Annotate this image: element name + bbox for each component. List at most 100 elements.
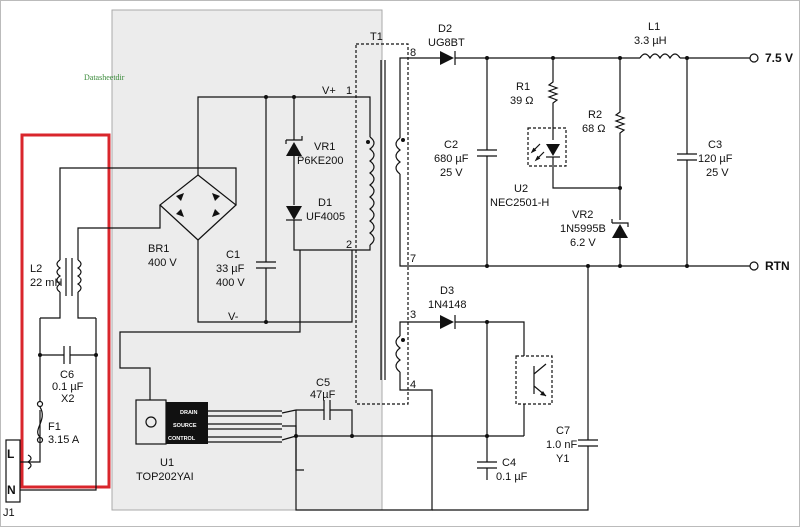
d1-ref: D1 [318, 197, 332, 209]
inductor-l2-symbol [56, 259, 82, 293]
wire-clamp [293, 97, 352, 251]
zener-vr2-symbol [612, 224, 628, 238]
cap-c3-symbol [677, 153, 697, 161]
optocoupler-transistor-outline [515, 355, 553, 405]
connector-j1: L N J1 [3, 439, 21, 519]
wire-drain [119, 250, 301, 400]
wire-c5 [296, 409, 353, 436]
highlight-box [20, 133, 111, 489]
vr1-ref: VR1 [314, 141, 335, 153]
u1-pin-drain: DRAIN [180, 410, 197, 416]
output-return-terminal [749, 261, 759, 271]
c7-value: 1.0 nF [546, 439, 577, 451]
cap-c5-symbol [323, 400, 331, 420]
c5-ref: C5 [316, 377, 330, 389]
c1-value: 33 µF [216, 263, 245, 275]
output-positive-terminal [749, 53, 759, 63]
c3-ref: C3 [708, 139, 722, 151]
watermark-text: Datasheetdir [84, 73, 125, 82]
u1-pin-control: CONTROL [168, 436, 196, 442]
u1-part: TOP202YAI [136, 471, 194, 483]
fuse-f1-symbol [37, 406, 43, 438]
t1-secondary-winding [395, 137, 401, 175]
wire-line-in [20, 445, 41, 463]
t1-primary-lead [352, 96, 371, 137]
u2-ref: U2 [514, 183, 528, 195]
resistor-r2-symbol [614, 58, 626, 220]
c6-ref: C6 [60, 369, 74, 381]
r2-value: 68 Ω [582, 123, 606, 135]
t1-primary-winding [369, 136, 375, 246]
wire-c7 [432, 266, 589, 511]
optocoupler-u2-outline [527, 127, 567, 167]
wire-neutral-in [20, 318, 97, 491]
d1-part: UF4005 [306, 211, 345, 223]
t1-ref: T1 [370, 31, 383, 43]
br1-ref: BR1 [148, 243, 169, 255]
vr2-part: 1N5995B [560, 223, 606, 235]
cap-c1-symbol [256, 261, 276, 269]
c3-value: 120 µF [698, 153, 733, 165]
d2-ref: D2 [438, 23, 452, 35]
vr2-voltage: 6.2 V [570, 237, 596, 249]
t1-pin-1: 1 [346, 85, 352, 97]
c6-class: X2 [61, 393, 74, 405]
cap-c2-symbol [477, 149, 497, 157]
c5-value: 47µF [310, 389, 336, 401]
d3-part: 1N4148 [428, 299, 467, 311]
c4-value: 0.1 µF [496, 471, 528, 483]
diode-d2-symbol [440, 51, 454, 65]
u1-pin-source: SOURCE [173, 423, 197, 429]
t1-pin-3: 3 [410, 309, 416, 321]
r1-ref: R1 [516, 81, 530, 93]
ic-u1: DRAIN SOURCE CONTROL [135, 399, 282, 445]
phototransistor-symbol [533, 363, 547, 397]
d3-ref: D3 [440, 285, 454, 297]
cap-c4-symbol [477, 461, 497, 469]
v-minus-label: V- [228, 311, 239, 323]
c7-ref: C7 [556, 425, 570, 437]
t1-pin-8: 8 [410, 47, 416, 59]
l1-ref: L1 [648, 21, 660, 33]
c2-ref: C2 [444, 139, 458, 151]
v-plus-label: V+ [322, 85, 336, 97]
wire-l2-bottom [40, 292, 96, 319]
zener-vr1-symbol [286, 142, 302, 156]
wire-l2-top [59, 167, 237, 260]
c1-voltage: 400 V [216, 277, 245, 289]
c2-voltage: 25 V [440, 167, 463, 179]
t1-pin-4: 4 [410, 379, 416, 391]
optocoupler-led-symbol [546, 144, 560, 156]
t1-bias-winding [395, 335, 401, 373]
c7-class: Y1 [556, 453, 569, 465]
c3-voltage: 25 V [706, 167, 729, 179]
vr2-ref: VR2 [572, 209, 593, 221]
l2-value: 22 mH [30, 277, 62, 289]
c2-value: 680 µF [434, 153, 469, 165]
output-voltage-label: 7.5 V [765, 51, 793, 65]
j1-ref: J1 [3, 507, 15, 519]
t1-sec-lead [399, 57, 408, 138]
f1-value: 3.15 A [48, 434, 80, 446]
c4-ref: C4 [502, 457, 516, 469]
cap-c7-symbol [578, 439, 598, 447]
d2-part: UG8BT [428, 37, 465, 49]
j1-line-symbol [26, 454, 32, 470]
l1-value: 3.3 µH [634, 35, 667, 47]
wire-v-plus [197, 96, 352, 175]
wire-d3-out [455, 321, 525, 356]
t1-pin-2: 2 [346, 239, 352, 251]
l2-ref: L2 [30, 263, 42, 275]
u1-ref: U1 [160, 457, 174, 469]
primary-side-region [111, 9, 383, 511]
r2-ref: R2 [588, 109, 602, 121]
u2-part: NEC2501-H [490, 197, 549, 209]
wire-led-to-zener [552, 157, 620, 189]
j1-pin-l: L [7, 447, 14, 461]
j1-pin-n: N [7, 483, 16, 497]
t1-pin-7: 7 [410, 253, 416, 265]
r1-value: 39 Ω [510, 95, 534, 107]
t1-core [380, 60, 386, 380]
transformer-t1-outline [355, 43, 409, 405]
